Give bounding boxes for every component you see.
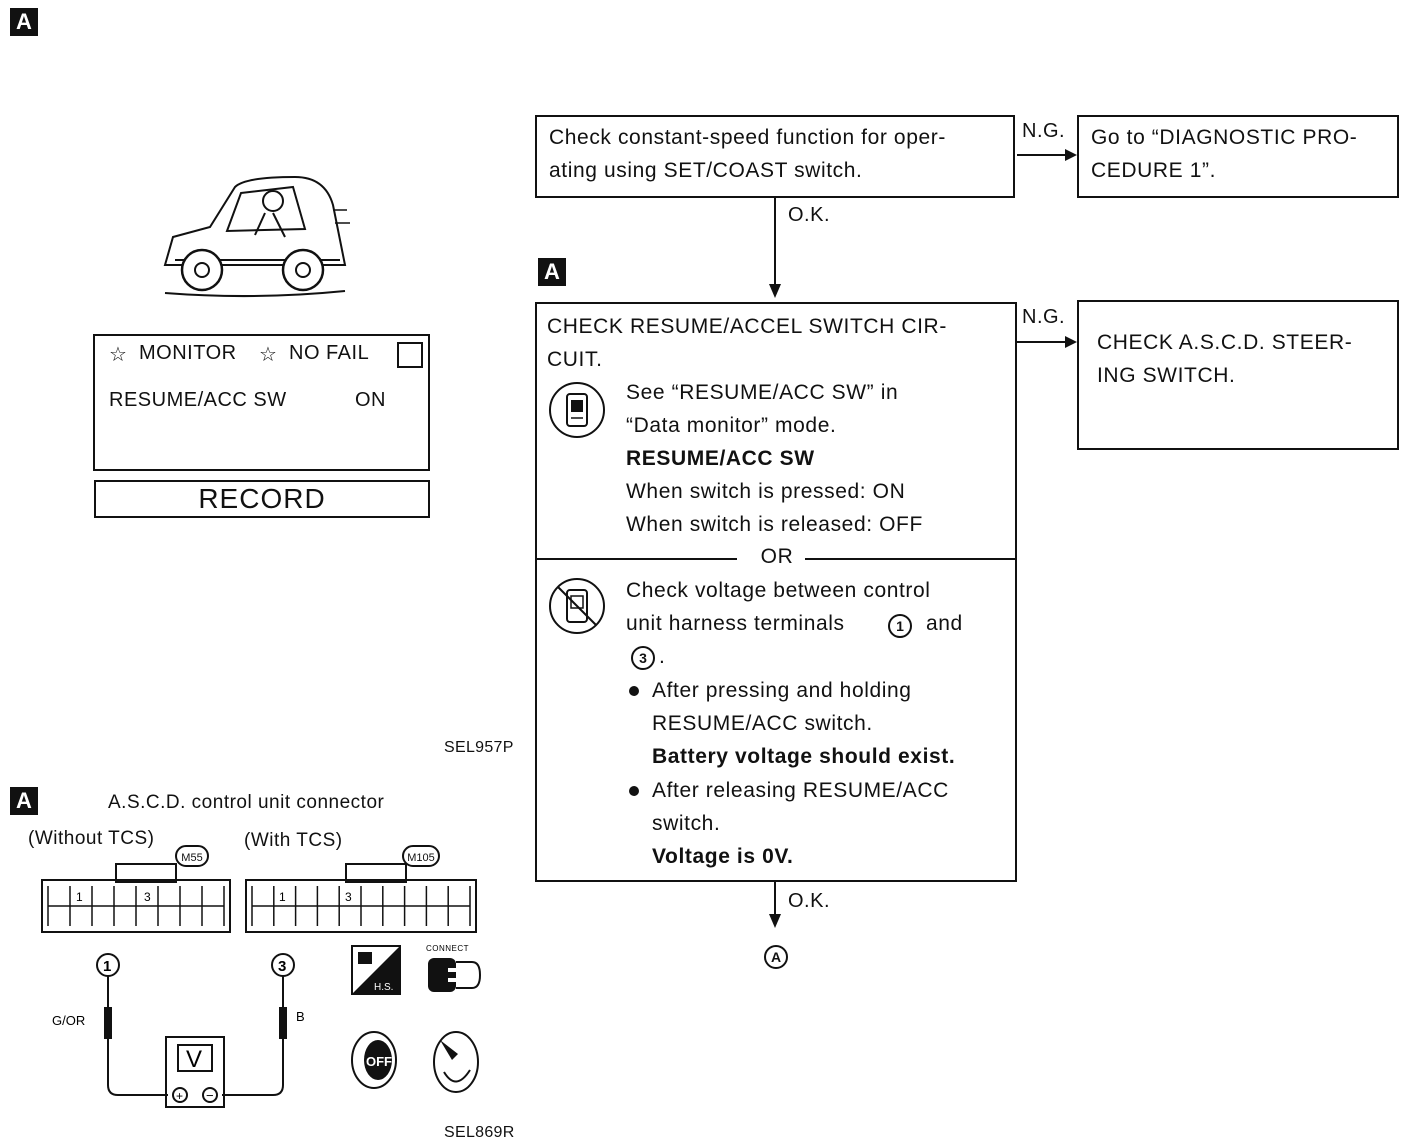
connector-title: A.S.C.D. control unit connector — [108, 792, 385, 813]
ok2-arrow — [769, 882, 781, 928]
step2-item: RESUME/ACC SW — [626, 447, 815, 470]
step2-title-line1: CHECK RESUME/ACCEL SWITCH CIR- — [547, 315, 947, 338]
meter-label: V — [186, 1046, 202, 1073]
connect-icon: CONNECT — [426, 944, 482, 992]
ng1-label: N.G. — [1022, 120, 1066, 142]
step2-pressed: When switch is pressed: ON — [626, 480, 906, 503]
voltmeter-wiring: 1 3 G/OR B V + − — [52, 953, 305, 1108]
minus-icon: − — [206, 1088, 214, 1103]
off-label: OFF — [366, 1054, 392, 1069]
step2-check-period: . — [659, 645, 666, 668]
bullet2-result: Voltage is 0V. — [652, 845, 794, 868]
connector-code-with: M105 — [402, 845, 440, 867]
bullet-2-dot — [629, 786, 639, 796]
step2-see-line2: “Data monitor” mode. — [626, 414, 837, 437]
harness-sensor-icon: H.S. — [351, 945, 401, 995]
connector-code-without: M55 — [175, 845, 209, 867]
section-badge-top: A — [10, 8, 38, 36]
hs-label: H.S. — [374, 982, 393, 993]
step2-title-line2: CUIT. — [547, 348, 603, 371]
goto1-line2: CEDURE 1”. — [1091, 159, 1217, 182]
pin-3-label-left: 3 — [144, 890, 151, 904]
step2-released: When switch is released: OFF — [626, 513, 923, 536]
terminal-1-circle: 1 — [888, 614, 912, 638]
connector-a-circle: A — [764, 945, 788, 969]
step2-check-and: and — [926, 612, 963, 635]
pin-3-label-right: 3 — [345, 890, 352, 904]
bullet2-line2: switch. — [652, 812, 721, 835]
instruction-icons: H.S. CONNECT OFF — [351, 944, 482, 1093]
steering-switch-box: CHECK A.S.C.D. STEER- ING SWITCH. — [1077, 300, 1399, 450]
record-button[interactable]: RECORD — [94, 480, 430, 518]
terminal-3-marker: 3 — [278, 958, 286, 975]
key-switch-icon — [433, 1031, 479, 1093]
figure-code-upper: SEL957P — [444, 739, 514, 756]
car-driver-illustration — [163, 175, 350, 298]
ng-arrows — [1017, 149, 1077, 348]
bullet2-line1: After releasing RESUME/ACC — [652, 779, 949, 802]
ng2-label: N.G. — [1022, 306, 1066, 328]
ok2-label: O.K. — [788, 890, 831, 912]
nofail-header-label: NO FAIL — [289, 342, 370, 364]
ok1-arrow — [769, 198, 781, 298]
or-label: OR — [760, 545, 794, 568]
connector-drawings: 1 3 1 3 — [41, 863, 477, 933]
goto2-line1: CHECK A.S.C.D. STEER- — [1097, 331, 1353, 354]
figure-code-lower: SEL869R — [444, 1124, 515, 1141]
wire-color-right: B — [296, 1009, 305, 1024]
without-tcs-label: (Without TCS) — [28, 828, 155, 849]
terminal-3-circle: 3 — [631, 646, 655, 670]
connect-label: CONNECT — [426, 944, 469, 953]
goto1-line1: Go to “DIAGNOSTIC PRO- — [1091, 126, 1358, 149]
star-icon: ☆ — [259, 344, 278, 366]
consult-tester-icon — [549, 382, 605, 438]
step2-check-line1: Check voltage between control — [626, 579, 931, 602]
plus-icon: + — [176, 1089, 183, 1103]
wire-color-left: G/OR — [52, 1013, 85, 1028]
monitor-item-label: RESUME/ACC SW — [109, 389, 287, 411]
step1-box: Check constant-speed function for oper- … — [535, 115, 1015, 198]
bullet1-line2: RESUME/ACC switch. — [652, 712, 873, 735]
step2-see-line1: See “RESUME/ACC SW” in — [626, 381, 899, 404]
data-monitor-panel: ☆ MONITOR ☆ NO FAIL RESUME/ACC SW ON — [93, 334, 430, 471]
no-tester-icon — [549, 578, 605, 634]
bullet1-line1: After pressing and holding — [652, 679, 912, 702]
bullet-1-dot — [629, 686, 639, 696]
or-divider-right — [805, 558, 1015, 560]
section-badge-connector: A — [10, 787, 38, 815]
ignition-off-icon: OFF — [351, 1031, 397, 1089]
goto-procedure-box: Go to “DIAGNOSTIC PRO- CEDURE 1”. — [1077, 115, 1399, 198]
star-icon: ☆ — [109, 344, 128, 366]
terminal-1-marker: 1 — [103, 958, 111, 975]
section-badge-flow: A — [538, 258, 566, 286]
monitor-item-value: ON — [355, 389, 386, 411]
monitor-header-label: MONITOR — [139, 342, 237, 364]
pin-1-label-left: 1 — [76, 890, 83, 904]
step2-check-line2: unit harness terminals — [626, 612, 845, 635]
with-tcs-label: (With TCS) — [244, 830, 343, 851]
step2-box: CHECK RESUME/ACCEL SWITCH CIR- CUIT. See… — [535, 302, 1017, 882]
or-divider-left — [537, 558, 737, 560]
pin-1-label-right: 1 — [279, 890, 286, 904]
ok1-label: O.K. — [788, 204, 831, 226]
step1-line1: Check constant-speed function for oper- — [549, 126, 946, 149]
bullet1-result: Battery voltage should exist. — [652, 745, 956, 768]
goto2-line2: ING SWITCH. — [1097, 364, 1236, 387]
step1-line2: ating using SET/COAST switch. — [549, 159, 863, 182]
status-checkbox[interactable] — [397, 342, 423, 368]
